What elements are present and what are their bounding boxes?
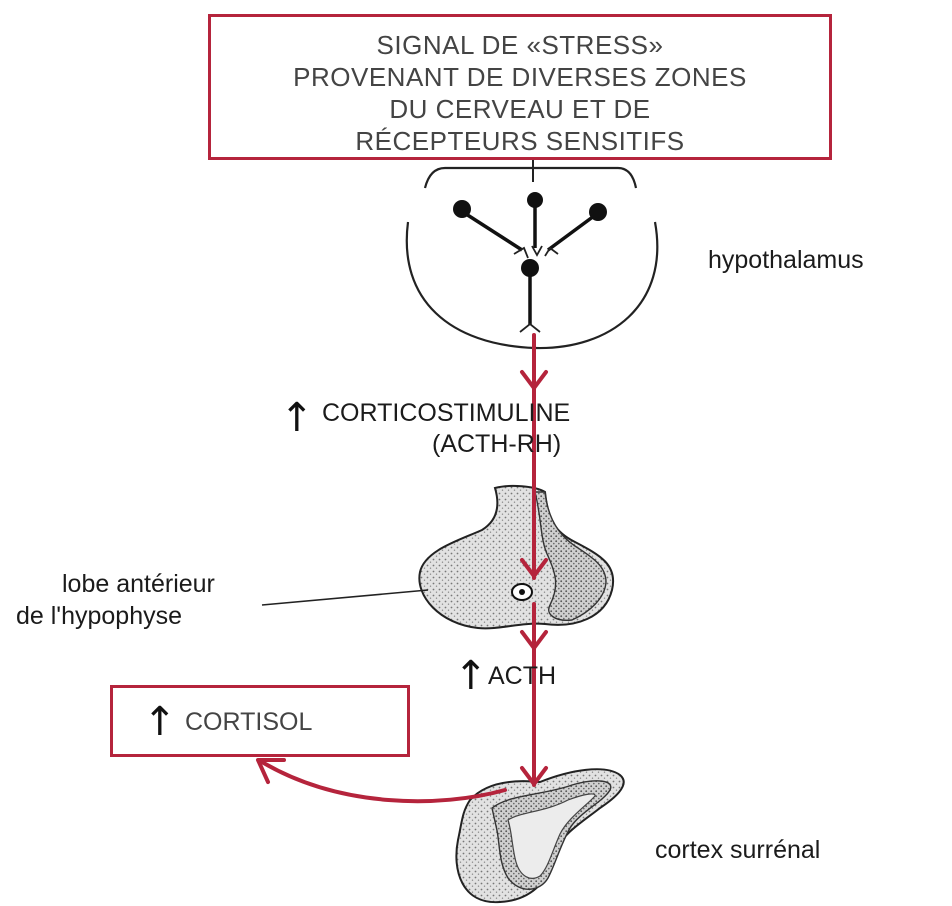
pituitary-label-line-1: lobe antérieur [62, 570, 215, 599]
arrow-adrenal-to-cortisol [262, 762, 505, 801]
hypothalamus-bracket [425, 168, 636, 188]
acth-increase-arrow-icon: ↑ [454, 656, 488, 696]
stress-signal-box: SIGNAL DE «STRESS» PROVENANT DE DIVERSES… [208, 14, 832, 160]
signal-line-1: SIGNAL DE «STRESS» [211, 31, 829, 59]
hypothalamus-neurons [453, 192, 607, 325]
crh-increase-arrow-icon: ↑ [280, 398, 314, 438]
acth-label: ACTH [488, 662, 556, 691]
synapse-marks [514, 246, 558, 332]
signal-line-3: DU CERVEAU ET DE [211, 95, 829, 123]
crh-label: CORTICOSTIMULINE [322, 399, 570, 428]
pituitary-leader-line [262, 590, 428, 605]
signal-line-2: PROVENANT DE DIVERSES ZONES [211, 63, 829, 91]
cortisol-label: CORTISOL [185, 708, 312, 737]
pituitary-label-line-2: de l'hypophyse [16, 602, 182, 631]
cortisol-box: ↑ CORTISOL [110, 685, 410, 757]
adrenal-cortex-label: cortex surrénal [655, 836, 820, 865]
cortisol-increase-arrow-icon: ↑ [143, 702, 177, 742]
pituitary-gland [419, 486, 613, 628]
crh-abbreviation-label: (ACTH-RH) [432, 430, 561, 459]
signal-line-4: RÉCEPTEURS SENSITIFS [211, 127, 829, 155]
hypothalamus-label: hypothalamus [708, 246, 864, 275]
hypothalamus-outline [407, 222, 658, 348]
adrenal-cortex-gland [456, 769, 623, 902]
